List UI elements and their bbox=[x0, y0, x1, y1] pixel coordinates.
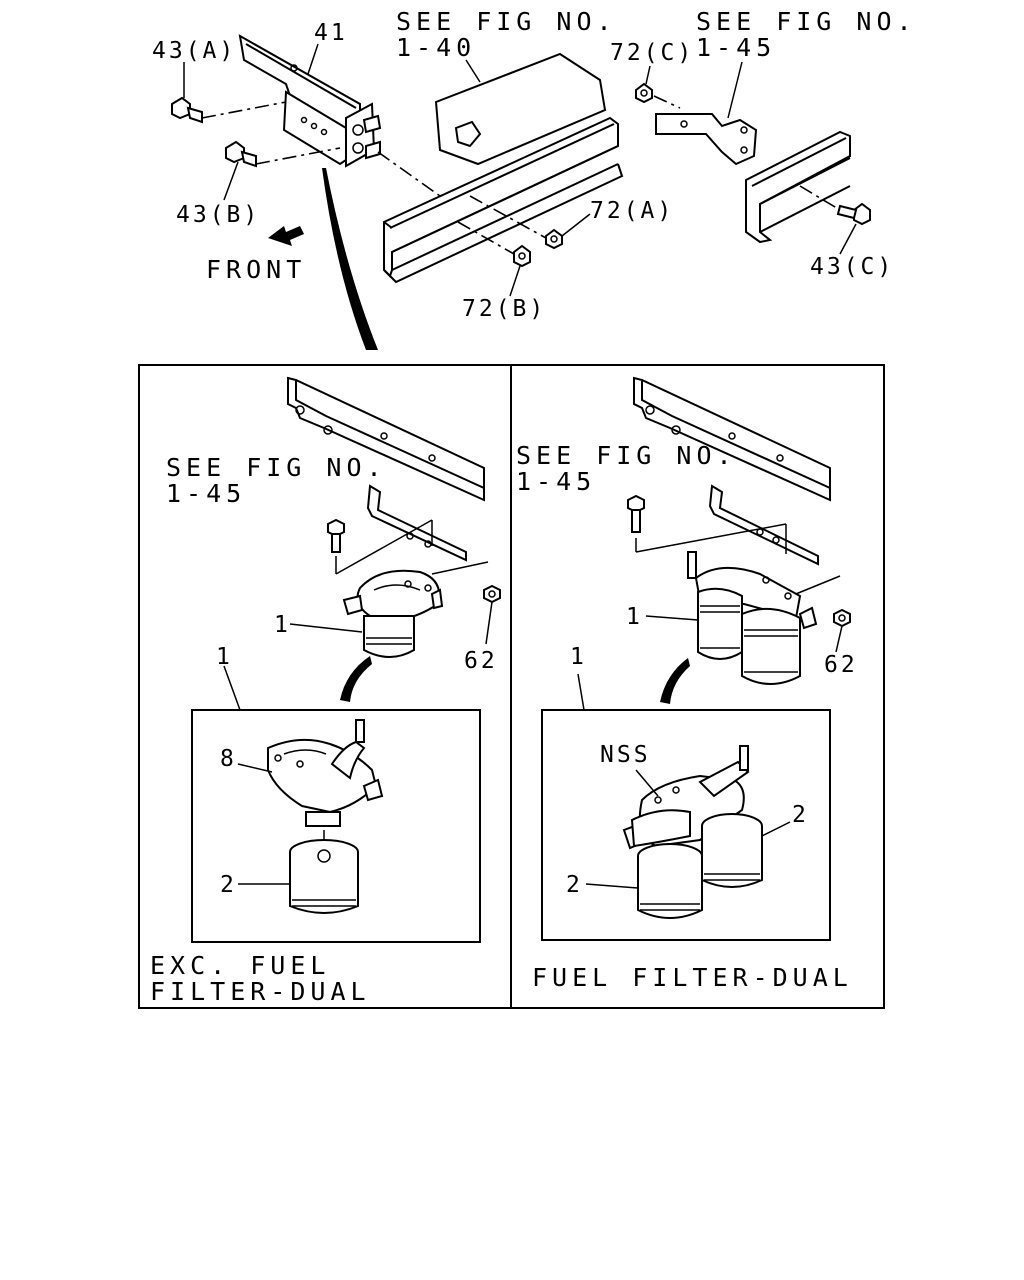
nut-72a bbox=[469, 195, 563, 250]
right-label-part-62: 62 bbox=[824, 652, 858, 678]
label-front: FRONT bbox=[206, 255, 306, 284]
bracket-right bbox=[655, 113, 758, 166]
label-part-43c: 43(C) bbox=[810, 254, 894, 280]
left-nut-62 bbox=[483, 584, 501, 604]
left-inset-box bbox=[191, 709, 481, 943]
nut-72c bbox=[635, 82, 681, 109]
left-caption-2: FILTER-DUAL bbox=[150, 977, 371, 1006]
leader-72c bbox=[645, 65, 651, 85]
leader-41 bbox=[307, 43, 319, 75]
left-label-part-62: 62 bbox=[464, 648, 498, 674]
right-inset-box bbox=[541, 709, 831, 941]
stud-dash-line bbox=[377, 151, 441, 197]
left-bolt bbox=[327, 518, 345, 553]
left-caption-1: EXC. FUEL bbox=[150, 951, 330, 980]
right-filter-element-2a bbox=[701, 813, 763, 888]
leader-43b bbox=[223, 161, 239, 201]
leader-72a bbox=[561, 213, 591, 237]
right-label-part-2b: 2 bbox=[566, 872, 583, 898]
bolt-43b bbox=[225, 140, 341, 168]
front-arrow-icon bbox=[268, 226, 304, 246]
right-curved-pointer-icon bbox=[660, 658, 690, 704]
right-nut-62 bbox=[833, 608, 851, 628]
label-part-43a: 43(A) bbox=[152, 38, 236, 64]
bolt-43c bbox=[799, 185, 871, 226]
frame-rail-center bbox=[383, 52, 624, 284]
label-part-43b: 43(B) bbox=[176, 202, 260, 228]
left-curved-pointer-icon bbox=[340, 656, 372, 702]
label-part-41: 41 bbox=[314, 20, 348, 46]
label-part-72c: 72(C) bbox=[610, 40, 694, 66]
frame-rail-right bbox=[745, 130, 851, 244]
left-label-part-2: 2 bbox=[220, 872, 237, 898]
nut-72b bbox=[457, 221, 531, 268]
right-see-fig-1: SEE FIG NO. bbox=[516, 441, 737, 470]
see-fig-top-center-2: 1-40 bbox=[396, 33, 476, 62]
bracket-41 bbox=[238, 34, 382, 168]
left-filter-head-8 bbox=[267, 719, 384, 827]
leader-1-45 bbox=[727, 61, 743, 119]
label-part-72b: 72(B) bbox=[462, 296, 546, 322]
see-fig-top-right-2: 1-45 bbox=[696, 33, 776, 62]
right-frame-member bbox=[633, 376, 831, 502]
right-label-part-nss: NSS bbox=[600, 742, 651, 768]
left-see-fig-1: SEE FIG NO. bbox=[166, 453, 387, 482]
right-filter-head-nss bbox=[622, 745, 750, 850]
curved-pointer-icon bbox=[322, 168, 378, 350]
right-dual-filter-assembly bbox=[687, 551, 818, 685]
right-see-fig-2: 1-45 bbox=[516, 467, 596, 496]
leader-1-40 bbox=[465, 59, 481, 83]
right-filter-element-2b bbox=[637, 843, 703, 919]
right-panel: SEE FIG NO. 1-45 1 1 62 NSS 2 2 FUEL FIL… bbox=[516, 376, 858, 992]
right-label-part-2a: 2 bbox=[792, 802, 809, 828]
leader-72b bbox=[509, 265, 521, 297]
left-label-part-1a: 1 bbox=[274, 612, 291, 638]
left-filter-assembly bbox=[342, 569, 444, 658]
left-frame-member bbox=[287, 376, 485, 502]
right-label-part-1b: 1 bbox=[570, 644, 587, 670]
left-filter-element-2 bbox=[289, 839, 359, 914]
left-panel: SEE FIG NO. 1-45 1 1 62 8 2 EXC. FUEL FI… bbox=[150, 376, 501, 1006]
right-bolt bbox=[627, 494, 645, 533]
left-see-fig-2: 1-45 bbox=[166, 479, 246, 508]
leader-43c bbox=[839, 223, 857, 255]
see-fig-top-center-1: SEE FIG NO. bbox=[396, 7, 617, 36]
see-fig-top-right-1: SEE FIG NO. bbox=[696, 7, 917, 36]
left-label-part-1b: 1 bbox=[216, 644, 233, 670]
left-label-part-8: 8 bbox=[220, 746, 237, 772]
right-caption: FUEL FILTER-DUAL bbox=[532, 963, 853, 992]
top-assembly: SEE FIG NO. 1-40 SEE FIG NO. 1-45 41 43(… bbox=[152, 7, 917, 350]
right-label-part-1a: 1 bbox=[626, 604, 643, 630]
label-part-72a: 72(A) bbox=[590, 198, 674, 224]
bolt-43a bbox=[171, 96, 287, 124]
